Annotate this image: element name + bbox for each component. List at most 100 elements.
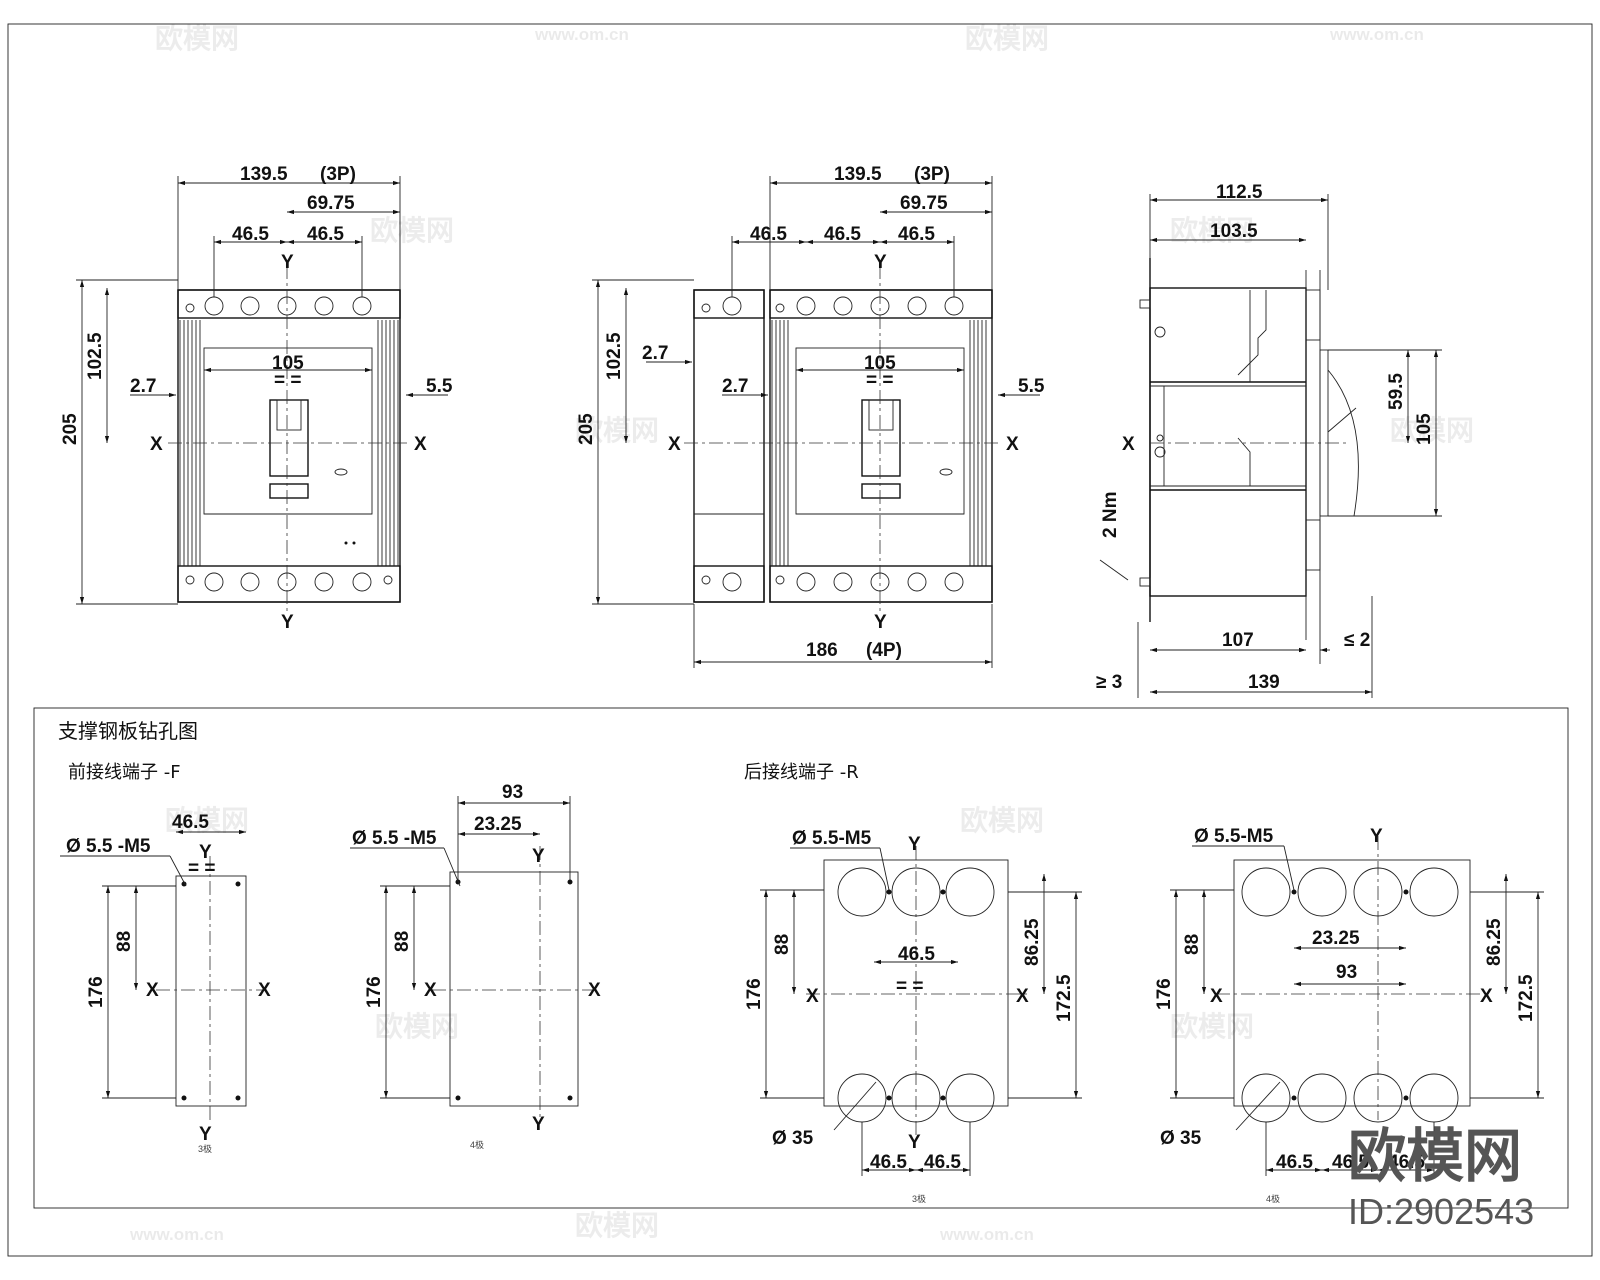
f4p-total: 139.5	[834, 164, 882, 185]
r3-axis-x-left: X	[806, 986, 819, 1007]
wm-url-4: www.om.cn	[939, 1225, 1034, 1244]
f3-h1: 88	[114, 931, 135, 952]
f4-note: 4极	[470, 1139, 484, 1150]
side-top2: 103.5	[1210, 221, 1258, 242]
side-b1: 107	[1222, 630, 1254, 651]
f3p-inner: 105	[272, 353, 304, 374]
wm-url-1: www.om.cn	[534, 25, 629, 44]
f4p-inner: 105	[864, 353, 896, 374]
side-b2: 139	[1248, 672, 1280, 693]
r3-eq: = =	[896, 976, 923, 997]
side-top1: 112.5	[1216, 182, 1263, 203]
f4-hole: Ø 5.5 -M5	[352, 828, 437, 849]
f4-axis-x-left: X	[424, 980, 437, 1001]
f3p-gap-right: 5.5	[426, 376, 453, 397]
wm-brand-1: 欧模网	[155, 22, 239, 55]
wm-brand-9: 欧模网	[375, 1010, 459, 1043]
wm-brand-3: 欧模网	[370, 214, 454, 247]
r4-h2: 176	[1154, 978, 1175, 1010]
side-view: 112.5 103.5 59.5 105 2 Nm X 107 ≤ 2 ≥ 3 …	[1096, 182, 1442, 698]
f4p-gap-right: 5.5	[1018, 376, 1045, 397]
r3-axis-y-top: Y	[908, 834, 921, 855]
r4-p1: 46.5	[1276, 1152, 1313, 1173]
f3-note: 3极	[198, 1143, 212, 1154]
f4p-h-half: 102.5	[604, 332, 625, 380]
wm-brand-4: 欧模网	[1170, 214, 1254, 247]
f3p-h-total: 205	[60, 413, 81, 445]
wm-brand-2: 欧模网	[965, 22, 1049, 55]
brand-id: ID:2902543	[1348, 1191, 1534, 1232]
wm-brand-5: 欧模网	[575, 414, 659, 447]
wm-brand-11: 欧模网	[575, 1209, 659, 1242]
r4-axis-x-right: X	[1480, 986, 1493, 1007]
brand-logo-text: 欧模网	[1348, 1122, 1522, 1190]
f4-h2: 176	[364, 976, 385, 1008]
wm-brand-8: 欧模网	[960, 804, 1044, 837]
r4-hole: Ø 5.5-M5	[1194, 826, 1274, 847]
f4p-gap-left-1: 2.7	[642, 343, 668, 364]
side-le2: ≤ 2	[1344, 630, 1370, 651]
f4p-total-tag: (3P)	[914, 164, 950, 185]
f3p-gap-left: 2.7	[130, 376, 156, 397]
r4-dia: Ø 35	[1160, 1128, 1202, 1149]
r4-w2: 93	[1336, 962, 1357, 983]
f3p-eq: = =	[274, 370, 301, 391]
f4-axis-y-bottom: Y	[532, 1114, 545, 1135]
f3p-pitch2: 46.5	[307, 224, 344, 245]
f3p-h-half: 102.5	[85, 332, 106, 380]
f3p-axis-x-left: X	[150, 434, 163, 455]
r4-note: 4极	[1266, 1193, 1280, 1204]
front-view-3p: 139.5 (3P) 69.75 46.5 46.5 Y Y X X 205 1…	[60, 164, 453, 633]
r3-p1: 46.5	[870, 1152, 907, 1173]
rear-terminal-label: 后接线端子 -R	[744, 762, 859, 783]
f3p-total-tag: (3P)	[320, 164, 356, 185]
f4p-h-total: 205	[576, 413, 597, 445]
f4p-pitch1: 46.5	[750, 224, 787, 245]
r3-axis-x-right: X	[1016, 986, 1029, 1007]
watermark-layer: 欧模网 www.om.cn 欧模网 www.om.cn 欧模网 欧模网 欧模网 …	[129, 22, 1474, 1244]
f4-axis-x-right: X	[588, 980, 601, 1001]
r4-axis-y: Y	[1370, 826, 1383, 847]
r3-h2: 176	[744, 978, 765, 1010]
drill-front-3p: 46.5 Ø 5.5 -M5 Y = = Y X X 176 88 3极	[60, 812, 271, 1154]
r4-axis-x-left: X	[1210, 986, 1223, 1007]
f4p-axis-x-right: X	[1006, 434, 1019, 455]
f3-axis-y-bottom: Y	[199, 1124, 212, 1145]
drill-rear-4p: Ø 5.5-M5 Y X X 23.25 93 176 88 86.25 172…	[1154, 826, 1544, 1204]
r3-pitch: 46.5	[898, 944, 935, 965]
f4p-bottom-tag: (4P)	[866, 640, 902, 661]
f4-w1: 93	[502, 782, 523, 803]
side-axis-x: X	[1122, 434, 1135, 455]
r4-p2: 46.5	[1332, 1152, 1369, 1173]
wm-brand-10: 欧模网	[1170, 1010, 1254, 1043]
f4-w2: 23.25	[474, 814, 522, 835]
r3-dia: Ø 35	[772, 1128, 814, 1149]
f4p-pitch2: 46.5	[824, 224, 861, 245]
wm-url-3: www.om.cn	[129, 1225, 224, 1244]
f3-h2: 176	[86, 976, 107, 1008]
f3-eq: = =	[188, 858, 215, 879]
side-h2: 105	[1414, 413, 1435, 445]
r3-hole: Ø 5.5-M5	[792, 828, 872, 849]
r4-v1: 86.25	[1484, 918, 1505, 966]
r3-axis-y-bottom: Y	[908, 1132, 921, 1153]
front-terminal-label: 前接线端子 -F	[68, 762, 181, 783]
r4-v2: 172.5	[1516, 974, 1537, 1022]
f4p-eq: = =	[866, 370, 893, 391]
f3-axis-x-right: X	[258, 980, 271, 1001]
side-torque: 2 Nm	[1100, 492, 1121, 538]
f4p-gap-left-2: 2.7	[722, 376, 748, 397]
f4p-bottom: 186	[806, 640, 838, 661]
r3-v2: 172.5	[1054, 974, 1075, 1022]
drilling-panel-frame	[33, 707, 1569, 1209]
f3p-pitch1: 46.5	[232, 224, 269, 245]
f3-axis-x-left: X	[146, 980, 159, 1001]
drilling-title: 支撑钢板钻孔图	[58, 719, 198, 743]
f4p-axis-y-bottom: Y	[874, 612, 887, 633]
wm-url-2: www.om.cn	[1329, 25, 1424, 44]
r3-h1: 88	[772, 934, 793, 955]
side-ge3: ≥ 3	[1096, 672, 1122, 693]
f3p-half: 69.75	[307, 193, 355, 214]
front-view-4p: 139.5 (3P) 69.75 46.5 46.5 46.5 Y Y X X …	[576, 164, 1045, 668]
